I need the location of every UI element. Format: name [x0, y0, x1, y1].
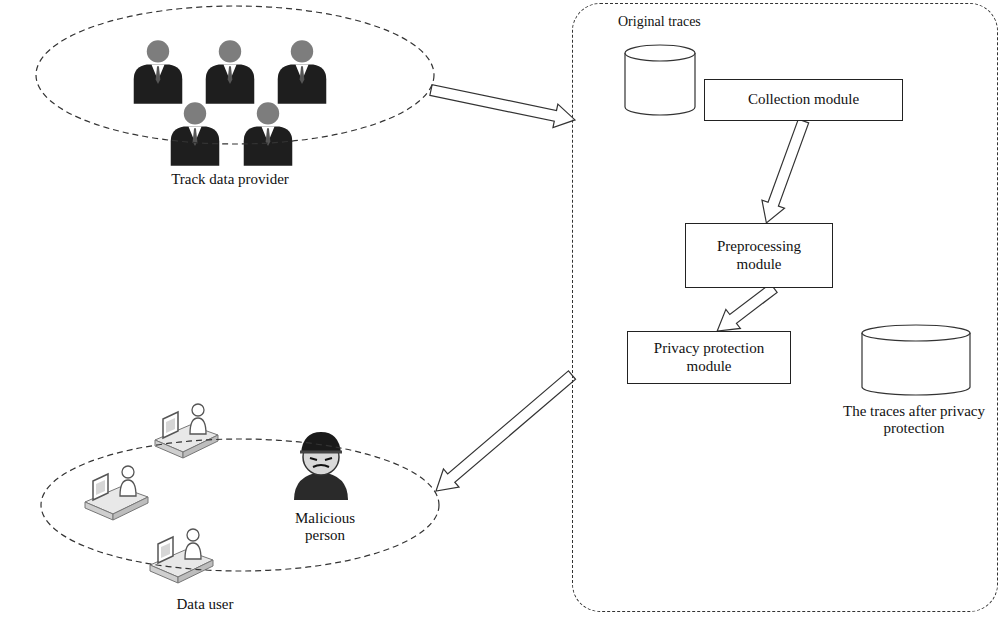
- storage-label: The traces after privacy protection: [826, 403, 1002, 438]
- ellipse-outline: [36, 6, 434, 144]
- node-label: Malicious person: [285, 510, 365, 545]
- block-arrow: [430, 85, 575, 128]
- node-label: Original traces: [618, 14, 778, 30]
- dashed-ellipse: [40, 438, 440, 616]
- box-label: Preprocessing module: [704, 238, 814, 273]
- block-arrow: [436, 371, 576, 491]
- computer-user-icon: [150, 529, 213, 583]
- system-region: Original tracesCollection modulePreproce…: [572, 3, 998, 612]
- process-box: Collection module: [704, 79, 903, 121]
- user-group-ellipse: Malicious personData user: [40, 438, 440, 616]
- process-box: Privacy protection module: [627, 331, 791, 384]
- dashed-ellipse: [35, 5, 435, 200]
- database-cylinder: [625, 45, 695, 115]
- box-label: Privacy protection module: [646, 340, 772, 375]
- person-icon: [278, 40, 327, 103]
- computer-user-icon: [85, 466, 148, 520]
- node-label: Data user: [105, 596, 305, 613]
- node-label: Track data provider: [130, 171, 330, 188]
- person-icon: [244, 102, 293, 165]
- person-icon: [206, 40, 255, 103]
- computer-user-icon: [155, 404, 218, 458]
- database-cylinder: [862, 325, 970, 395]
- block-arrow: [717, 284, 777, 331]
- person-icon: [134, 40, 183, 103]
- block-arrow: [762, 119, 809, 223]
- process-box: Preprocessing module: [685, 223, 833, 288]
- ellipse-outline: [41, 439, 439, 571]
- box-label: Collection module: [748, 91, 859, 108]
- user-group-ellipse: Track data provider: [35, 5, 435, 200]
- malicious-icon: [294, 432, 348, 500]
- person-icon: [171, 102, 220, 165]
